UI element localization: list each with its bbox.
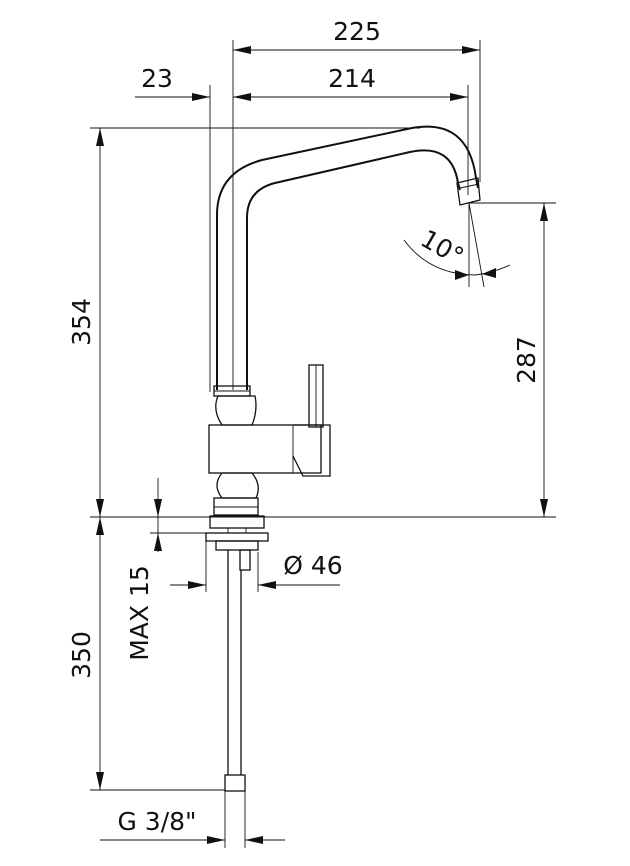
label-angle: 10° [416, 224, 469, 271]
arrow-max-bottom [154, 533, 162, 551]
dimension-spout-reach: 23 214 [135, 64, 468, 101]
arrow-214-right [450, 93, 468, 101]
valve-body [208, 424, 322, 474]
dimension-spout-angle: 10° [403, 202, 511, 288]
label-diameter: Ø 46 [283, 551, 342, 580]
arrow-23 [192, 93, 210, 101]
label-214: 214 [328, 64, 376, 93]
mounting-nut [215, 540, 259, 551]
dimension-max-thickness: MAX 15 [125, 478, 210, 661]
angle-arrow-right [482, 268, 496, 278]
upper-body [215, 395, 257, 426]
arrow-max-top [154, 499, 162, 517]
dimension-total-height: 354 [67, 128, 104, 517]
arrow-dia-left [188, 581, 206, 589]
spout-aerator [456, 177, 481, 206]
aerator-ring [459, 183, 480, 189]
arrow-left [233, 46, 251, 54]
spout-inner-edge [246, 149, 461, 390]
label-23: 23 [141, 64, 173, 93]
dimension-spout-height: 287 [512, 203, 548, 517]
arrow-214-left [233, 93, 251, 101]
mounting-washer [209, 515, 265, 529]
angle-arc [403, 239, 511, 276]
arrow-354-top [96, 128, 104, 146]
arrow-287-bottom [540, 499, 548, 517]
label-max15: MAX 15 [125, 565, 154, 661]
arrow-287-top [540, 203, 548, 221]
dimension-hose-length: 350 [67, 517, 104, 790]
arrow-conn-right [245, 836, 263, 844]
faucet-outline [205, 125, 481, 792]
label-287: 287 [512, 336, 541, 384]
arrow-conn-left [207, 836, 225, 844]
angle-arrow-left [455, 270, 469, 280]
angle-leg [468, 202, 485, 288]
label-connection: G 3/8" [117, 807, 196, 836]
hose-fitting [224, 774, 246, 792]
arrow-dia-right [258, 581, 276, 589]
lower-body [216, 472, 259, 499]
mounting-plate [205, 532, 269, 542]
arrow-350-top [96, 517, 104, 535]
dimension-base-diameter: Ø 46 [170, 541, 343, 592]
arrow-right [462, 46, 480, 54]
arrow-354-bottom [96, 499, 104, 517]
label-350: 350 [67, 631, 96, 679]
dimension-connection: G 3/8" [100, 791, 285, 848]
label-354: 354 [67, 298, 96, 346]
lever-base [292, 424, 331, 477]
arrow-350-bottom [96, 772, 104, 790]
threaded-stud [239, 549, 251, 571]
base-flange [213, 497, 259, 516]
label-225: 225 [333, 17, 381, 46]
dimension-overall-reach: 225 [233, 17, 480, 54]
